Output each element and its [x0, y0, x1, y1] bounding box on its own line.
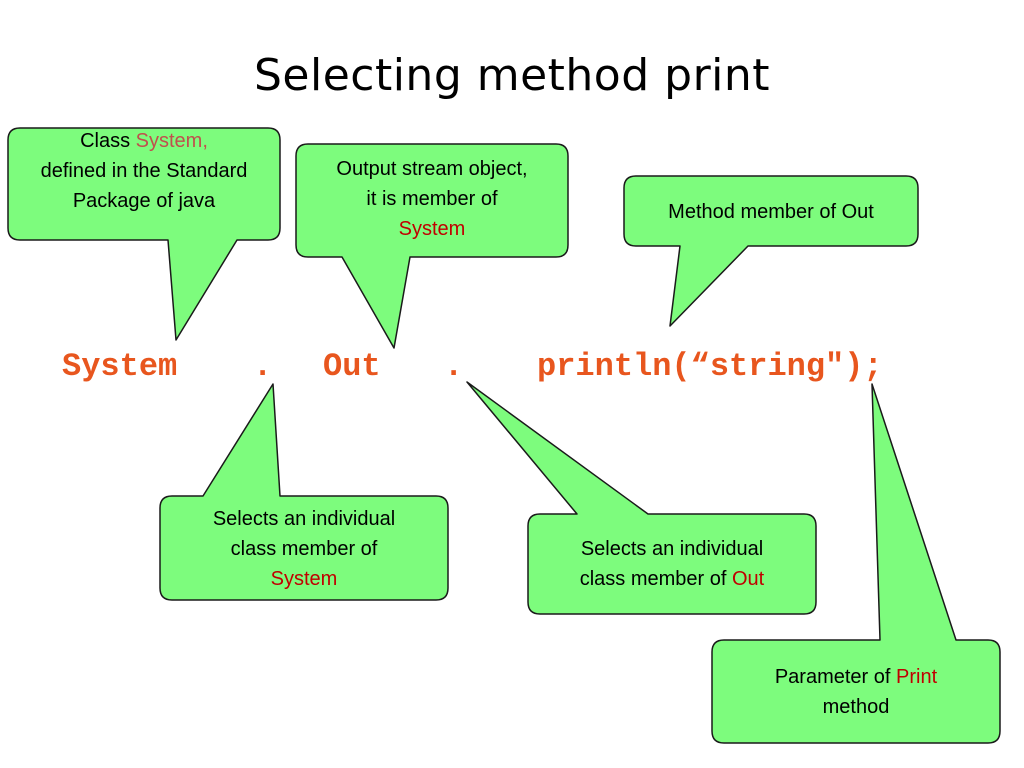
code-dot-one: . — [253, 348, 273, 385]
callout-parameter: Parameter of Print method — [716, 662, 996, 722]
callout-class-highlight: System, — [135, 130, 208, 152]
callout-class-system: Class System, defined in the Standard Pa… — [14, 126, 274, 216]
callout-parameter-shape — [711, 383, 1001, 744]
callout-selects-system: Selects an individual class member of Sy… — [164, 504, 444, 594]
callout-parameter-prefix: Parameter of — [774, 666, 897, 688]
callout-selects-out-highlight: Out — [732, 568, 765, 590]
code-method-println: println(“string"); — [537, 348, 883, 385]
code-class-system: System — [62, 348, 178, 385]
callout-selects-system-shape — [159, 383, 449, 601]
callout-selects-system-highlight: System — [270, 568, 338, 590]
callout-selects-out: Selects an individual class member of Ou… — [532, 534, 812, 594]
callout-selects-system-line1: Selects an individual — [212, 508, 396, 530]
code-dot-two: . — [444, 348, 464, 385]
callout-output-highlight: System — [398, 218, 466, 240]
callout-class-prefix: Class — [80, 130, 136, 152]
callout-method-member: Method member of Out — [628, 197, 914, 227]
callout-class-system-shape — [7, 127, 281, 341]
callout-selects-out-line1: Selects an individual — [580, 538, 764, 560]
callout-method-text: Method member of Out — [668, 201, 874, 223]
slide-title: Selecting method print — [253, 50, 771, 101]
callout-selects-system-line2: class member of — [230, 538, 378, 560]
code-field-out: Out — [323, 348, 381, 385]
callout-parameter-highlight: Print — [896, 666, 938, 688]
callout-output-line1: Output stream object, — [336, 158, 528, 180]
callout-output-stream-shape — [295, 143, 569, 349]
callout-output-stream: Output stream object, it is member of Sy… — [300, 154, 564, 244]
callout-output-line2: it is member of — [366, 188, 498, 210]
callout-method-member-shape — [623, 175, 919, 327]
callout-selects-out-line2: class member of — [579, 568, 732, 590]
callout-parameter-rest: method — [822, 696, 890, 718]
callout-class-rest: defined in the Standard Package of java — [40, 160, 248, 212]
callout-selects-out-shape — [466, 381, 817, 615]
